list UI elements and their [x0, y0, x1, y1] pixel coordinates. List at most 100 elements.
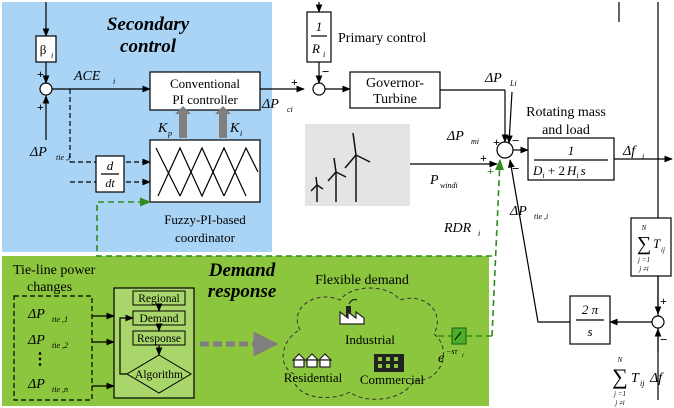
- df-label: Δf: [622, 144, 637, 159]
- tie-item-1: ΔP: [27, 307, 45, 322]
- commercial-label: Commercial: [360, 372, 425, 387]
- secondary-title-line1: Secondary: [107, 14, 190, 35]
- pi-controller-block: [149, 71, 261, 111]
- wind-sum-plus: +: [480, 151, 487, 165]
- flex-demand-cloud: [282, 287, 444, 400]
- delay-base: e: [438, 351, 444, 366]
- dpc-label: ΔP: [261, 97, 279, 112]
- ace-subscript: i: [113, 77, 115, 86]
- tie-item-1-sub: tie ,1: [52, 315, 68, 324]
- primary-numerator: 1: [316, 19, 323, 34]
- beta-sum-plus: +: [37, 67, 44, 81]
- tsum-plus: +: [660, 294, 667, 308]
- wind-turbine-icon: [310, 132, 371, 202]
- ki-arrow-shaft: [219, 112, 227, 138]
- demand-response-panel: [2, 256, 489, 406]
- dpl-sum-minus: −: [512, 133, 519, 148]
- primary-sum-minus: −: [322, 64, 329, 79]
- rdr-feedback-line: [491, 158, 505, 337]
- dpl-label: ΔP: [484, 71, 502, 86]
- tie-item-2-sub: tie ,2: [52, 341, 68, 350]
- dptie-label: ΔP: [509, 204, 527, 219]
- fuzzy-membership-a: [157, 146, 247, 198]
- fuzzy-label-line1: Fuzzy-PI-based: [164, 212, 246, 227]
- rdr-label: RDR: [443, 221, 472, 236]
- beta-symbol: β: [40, 42, 47, 57]
- alg-demand-label: Demand: [140, 313, 179, 325]
- industrial-label: Industrial: [345, 332, 395, 347]
- dpm-label: ΔP: [446, 129, 464, 144]
- tie-title-line2: changes: [27, 280, 72, 295]
- pwind-label: P: [429, 173, 439, 188]
- pi-controller-line2: PI controller: [172, 92, 238, 107]
- sum-label-T: T: [631, 371, 640, 386]
- tsum-T: T: [653, 236, 661, 251]
- twopi-numerator: 2 π: [582, 302, 599, 317]
- ki-arrow-head: [215, 106, 231, 114]
- dptie-subscript: tie ,i: [534, 212, 548, 221]
- sum-label-bottom1: j =1: [613, 390, 626, 398]
- fuzzy-membership-c: [179, 146, 225, 197]
- df-subscript: i: [642, 152, 644, 161]
- industrial-icon: [339, 298, 365, 325]
- sum-label-bottom2: j ≠i: [614, 399, 625, 407]
- derivative-denominator: dt: [105, 176, 115, 190]
- governor-line2: Turbine: [373, 92, 417, 107]
- tie-sum-plus: +: [37, 100, 44, 114]
- rdr-sum-plus: +: [487, 164, 494, 178]
- governor-line1: Governor-: [366, 76, 424, 91]
- fuzzy-label-line2: coordinator: [175, 230, 236, 245]
- dpm-subscript: mi: [471, 137, 479, 146]
- tie-item-2: ΔP: [27, 333, 45, 348]
- delay-exponent-sub: i: [462, 353, 464, 359]
- alg-response-label: Response: [137, 333, 181, 345]
- delay-filter-icon: [451, 327, 467, 345]
- mass-title-line1: Rotating mass: [526, 105, 606, 120]
- beta-subscript: i: [51, 51, 53, 60]
- primary-denominator: R: [311, 41, 320, 56]
- secondary-dp-tie: ΔP: [29, 145, 47, 160]
- sum-tij-minus: −: [660, 332, 667, 347]
- tie-changes-box: [13, 295, 93, 401]
- secondary-sum-junction: [39, 82, 53, 96]
- tsum-sigma: ∑: [637, 233, 651, 255]
- sum-label-top: N: [617, 356, 623, 364]
- demand-title-line2: response: [208, 281, 277, 302]
- pwind-subscript: windi: [440, 181, 458, 190]
- tie-sum-junction: [651, 315, 665, 329]
- wind-turbine-image: [305, 124, 410, 206]
- tsum-sub: ij: [661, 246, 665, 254]
- rdr-to-fuzzy-line: [96, 197, 492, 257]
- dpc-subscript: ci: [287, 105, 293, 114]
- mass-title-line2: and load: [542, 123, 590, 138]
- primary-sum-junction: [312, 82, 326, 96]
- delay-filter-wave: [454, 331, 462, 341]
- rdr-subscript: i: [478, 229, 480, 238]
- tie-items-ellipsis: ⋮: [32, 351, 48, 368]
- delay-exponent: −sτ: [446, 347, 459, 356]
- pi-controller-line1: Conventional: [170, 76, 240, 91]
- residential-icon: [291, 353, 333, 368]
- sum-label-sigma: ∑: [612, 364, 628, 389]
- tie-sum-minus: −: [512, 161, 519, 176]
- plant-sum-junction: [496, 141, 514, 159]
- tsum-top: N: [641, 224, 647, 232]
- ki-subscript: i: [240, 129, 242, 138]
- dpl-subscript: Li: [509, 79, 517, 88]
- demand-title-line1: Demand: [208, 260, 276, 281]
- alg-decision-diamond: [126, 354, 192, 394]
- mass-numerator: 1: [568, 143, 575, 158]
- kp-label: K: [157, 121, 168, 136]
- secondary-dp-tie-sub: tie ,i: [56, 153, 70, 162]
- secondary-title-line2: control: [120, 36, 177, 57]
- primary-control-block: [306, 11, 332, 63]
- kp-subscript: p: [167, 129, 172, 138]
- primary-control-label: Primary control: [338, 31, 426, 46]
- tie-title-line1: Tie-line power: [13, 263, 96, 278]
- primary-den-sub: i: [323, 50, 325, 59]
- kp-arrow-shaft: [179, 112, 187, 138]
- load-disturbance-line: [506, 91, 513, 144]
- fuzzy-membership-d: [223, 146, 259, 197]
